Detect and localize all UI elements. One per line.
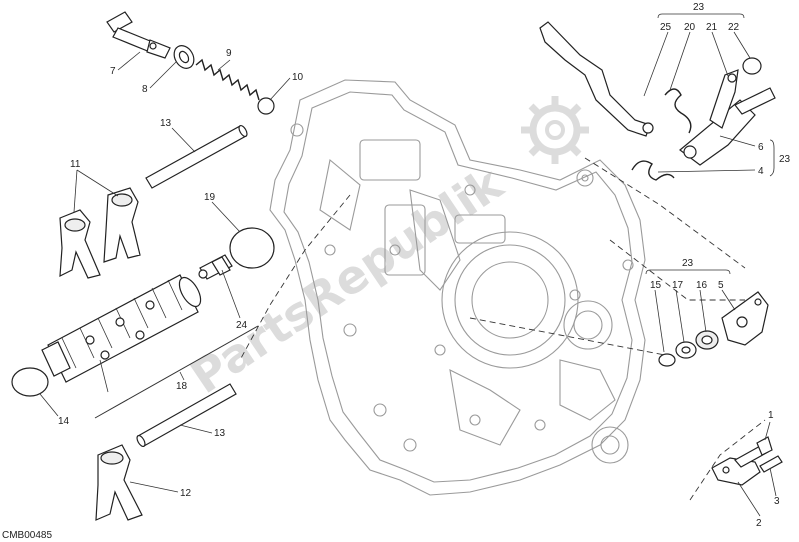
part-11-fork-right	[103, 187, 141, 263]
callout-19: 19	[204, 192, 216, 203]
part-25-lever	[539, 21, 654, 137]
callout-14: 14	[58, 416, 70, 427]
bracket-18	[94, 325, 259, 419]
part-22-circlip	[742, 57, 762, 75]
part-11-fork-left	[59, 209, 101, 279]
callout-2: 2	[756, 518, 762, 529]
part-21-shift-shaft	[679, 69, 776, 166]
part-19-o-ring	[229, 227, 275, 269]
callout-3: 3	[774, 496, 780, 507]
part-20-spring	[664, 88, 692, 134]
callout-16: 16	[696, 280, 708, 291]
part-8-washer	[173, 45, 195, 69]
callout-9: 9	[226, 48, 232, 59]
callout-4: 4	[758, 166, 764, 177]
callout-18: 18	[176, 381, 188, 392]
crankcase-half	[269, 79, 646, 496]
callout-5: 5	[718, 280, 724, 291]
callout-10: 10	[292, 72, 304, 83]
part-4-spring	[631, 160, 675, 181]
drawing-code: CMB00485	[2, 530, 52, 541]
part-16-bearing	[695, 330, 719, 350]
callout-13-lower: 13	[214, 428, 226, 439]
callout-20: 20	[684, 22, 696, 33]
callout-8: 8	[142, 84, 148, 95]
part-13-rod-upper	[145, 124, 248, 189]
part-24-sensor	[198, 254, 233, 280]
part-12-fork	[95, 444, 143, 521]
callout-24: 24	[236, 320, 248, 331]
gear-icon	[521, 96, 589, 164]
alignment-lines	[239, 157, 766, 501]
callout-21: 21	[706, 22, 718, 33]
callout-11: 11	[70, 159, 81, 170]
part-1-bolt	[734, 436, 773, 468]
callout-6: 6	[758, 142, 764, 153]
part-17-washer	[675, 341, 697, 359]
part-13-rod-lower	[136, 383, 237, 448]
callout-7: 7	[110, 66, 116, 77]
callout-13-upper: 13	[160, 118, 172, 129]
part-2-plate	[711, 457, 761, 486]
leader-lines	[39, 13, 777, 517]
callout-15: 15	[650, 280, 662, 291]
callout-23-mid: 23	[682, 258, 694, 269]
callout-labels: 7 8 9 10 13 11 19 24 18 14 13 12 23 25 2…	[58, 2, 791, 529]
part-10-ball	[257, 97, 275, 115]
callout-22: 22	[728, 22, 740, 33]
callout-23-top: 23	[693, 2, 705, 13]
callout-17: 17	[672, 280, 684, 291]
callout-12: 12	[180, 488, 192, 499]
callout-1: 1	[768, 410, 774, 421]
part-14-o-ring	[11, 367, 49, 397]
callout-25: 25	[660, 22, 672, 33]
part-15-ring	[658, 353, 676, 367]
watermark-text: PartsRepublik	[181, 156, 513, 404]
part-3-bolt	[759, 455, 783, 473]
part-7-bolt	[106, 11, 171, 59]
selector-drum	[41, 274, 202, 383]
part-5-plate	[721, 291, 769, 346]
part-9-spring	[195, 58, 260, 101]
callout-23-right: 23	[779, 154, 791, 165]
